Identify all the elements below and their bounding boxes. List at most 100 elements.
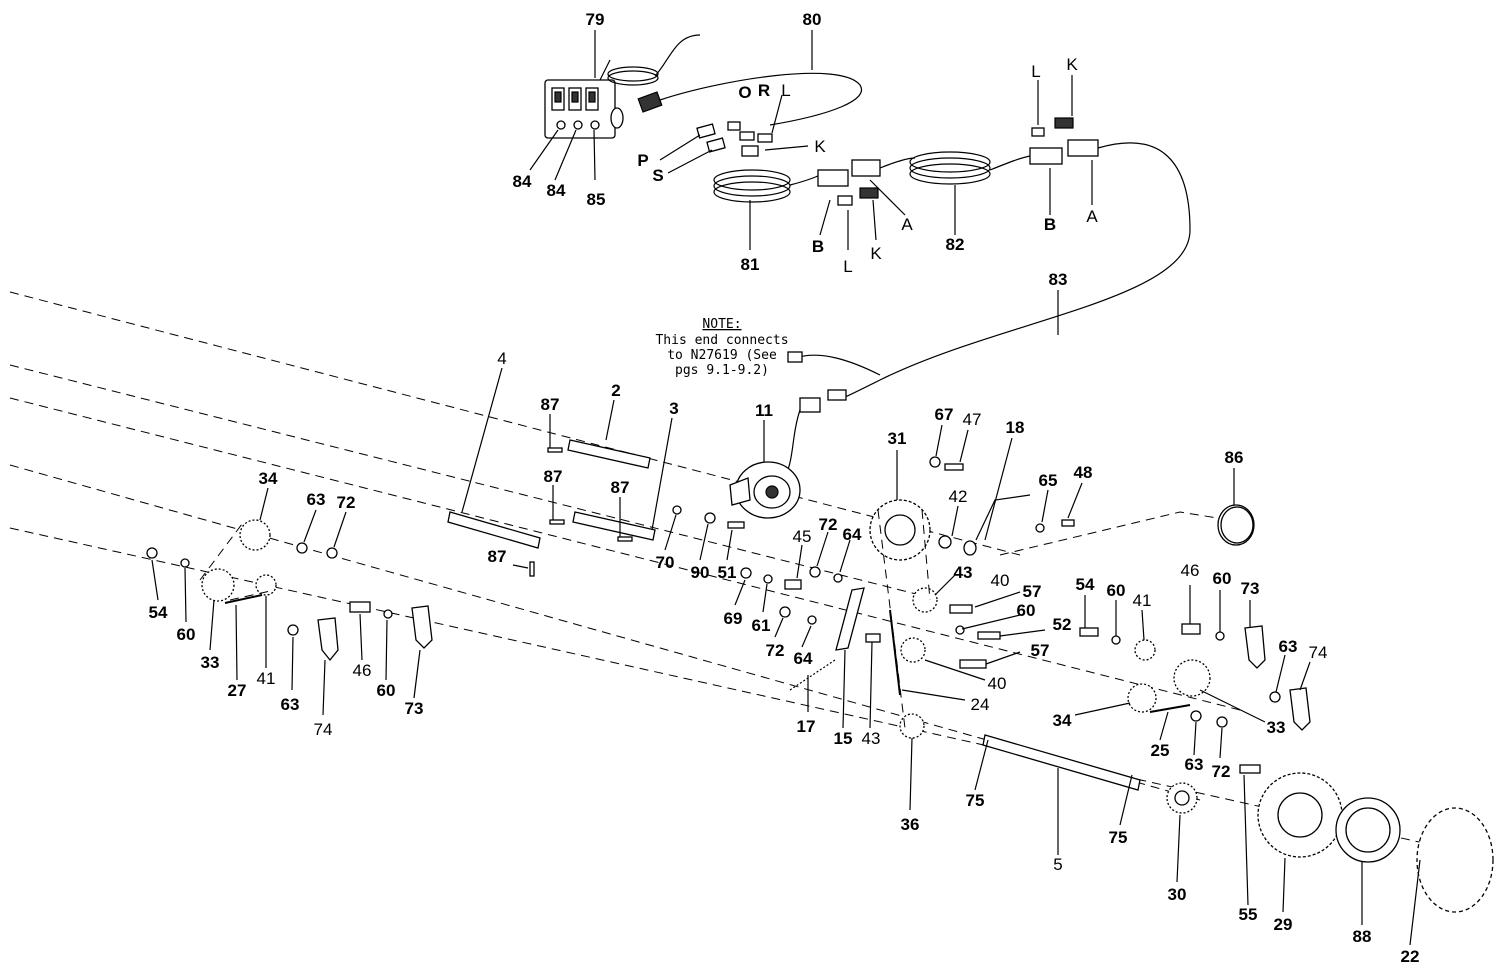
label-45: 45	[793, 527, 812, 546]
label-42: 42	[949, 487, 968, 506]
label-L-2: L	[843, 257, 852, 276]
label-88: 88	[1353, 927, 1372, 946]
label-85: 85	[587, 190, 606, 209]
label-79: 79	[586, 10, 605, 29]
label-41a: 41	[257, 669, 276, 688]
label-81: 81	[741, 255, 760, 274]
label-17: 17	[797, 717, 816, 736]
control-box	[544, 79, 624, 139]
label-51: 51	[718, 563, 737, 582]
label-54b: 54	[1076, 575, 1095, 594]
label-24: 24	[971, 695, 990, 714]
label-48: 48	[1074, 463, 1093, 482]
label-57b: 57	[1031, 641, 1050, 660]
label-87c: 87	[611, 478, 630, 497]
label-43b: 43	[862, 729, 881, 748]
label-65: 65	[1039, 471, 1058, 490]
label-S: S	[652, 166, 663, 185]
label-84a: 84	[513, 172, 532, 191]
label-43a: 43	[954, 563, 973, 582]
label-64b: 64	[794, 649, 813, 668]
label-29: 29	[1274, 915, 1293, 934]
label-87d: 87	[488, 547, 507, 566]
label-R: R	[758, 81, 770, 100]
clutch-assembly	[729, 461, 801, 519]
label-B-1: B	[812, 237, 824, 256]
brackets	[317, 494, 1311, 731]
label-60d: 60	[1107, 581, 1126, 600]
label-72a: 72	[337, 493, 356, 512]
label-80: 80	[803, 10, 822, 29]
label-36: 36	[901, 815, 920, 834]
label-75a: 75	[966, 791, 985, 810]
label-57a: 57	[1023, 582, 1042, 601]
label-11: 11	[755, 401, 773, 420]
label-A-2: A	[1086, 207, 1098, 226]
alignment-lines	[9, 291, 1456, 851]
label-46b: 46	[1181, 561, 1200, 580]
label-46a: 46	[353, 661, 372, 680]
label-74a: 74	[314, 720, 333, 739]
label-18: 18	[1006, 418, 1025, 437]
label-87a: 87	[541, 395, 560, 414]
label-3: 3	[669, 399, 678, 418]
hardware	[146, 447, 1281, 774]
label-27: 27	[228, 681, 247, 700]
label-72b: 72	[819, 515, 838, 534]
note-line-1: This end connects	[655, 333, 788, 348]
label-K-2: K	[870, 244, 882, 263]
note-heading: NOTE:	[702, 317, 741, 332]
label-K-3: K	[1066, 55, 1078, 74]
label-2: 2	[611, 381, 620, 400]
label-63d: 63	[1185, 755, 1204, 774]
label-75b: 75	[1109, 828, 1128, 847]
label-L-1: L	[781, 81, 790, 100]
label-60c: 60	[1017, 601, 1036, 620]
label-4: 4	[497, 349, 506, 368]
shafts	[447, 439, 1141, 791]
label-25: 25	[1151, 741, 1170, 760]
note-line-3: pgs 9.1-9.2)	[675, 363, 769, 378]
label-63c: 63	[1279, 637, 1298, 656]
label-34a: 34	[259, 469, 278, 488]
label-60a: 60	[177, 625, 196, 644]
label-40a: 40	[991, 571, 1010, 590]
label-15: 15	[834, 729, 853, 748]
label-P: P	[637, 151, 648, 170]
label-73a: 73	[405, 699, 424, 718]
label-34b: 34	[1053, 711, 1072, 730]
part-labels: 79 80 84 84 85 O R L K P S 81 B L K A 82…	[149, 10, 1420, 966]
wire-harness	[599, 34, 1191, 481]
label-K-1: K	[814, 137, 826, 156]
label-72c: 72	[766, 641, 785, 660]
label-60e: 60	[1213, 569, 1232, 588]
label-67: 67	[935, 405, 954, 424]
sprockets	[201, 499, 1494, 913]
chains	[199, 509, 1191, 729]
label-31: 31	[888, 429, 907, 448]
label-63b: 63	[281, 695, 300, 714]
label-86: 86	[1225, 448, 1244, 467]
label-5: 5	[1053, 855, 1062, 874]
label-64a: 64	[843, 525, 862, 544]
note-block: NOTE: This end connects to N27619 (See p…	[655, 317, 788, 378]
label-61: 61	[752, 616, 771, 635]
note-line-2: to N27619 (See	[667, 348, 777, 363]
label-87b: 87	[544, 467, 563, 486]
label-22: 22	[1401, 947, 1420, 966]
label-82: 82	[946, 235, 965, 254]
label-L-3: L	[1031, 62, 1040, 81]
label-90: 90	[691, 563, 710, 582]
label-54a: 54	[149, 603, 168, 622]
label-63a: 63	[307, 490, 326, 509]
label-73b: 73	[1241, 579, 1260, 598]
label-30: 30	[1168, 885, 1187, 904]
label-83: 83	[1049, 270, 1068, 289]
label-74b: 74	[1309, 643, 1328, 662]
label-B-2: B	[1044, 215, 1056, 234]
label-40b: 40	[988, 674, 1007, 693]
label-47: 47	[963, 410, 982, 429]
label-33b: 33	[1267, 718, 1286, 737]
label-84b: 84	[547, 181, 566, 200]
